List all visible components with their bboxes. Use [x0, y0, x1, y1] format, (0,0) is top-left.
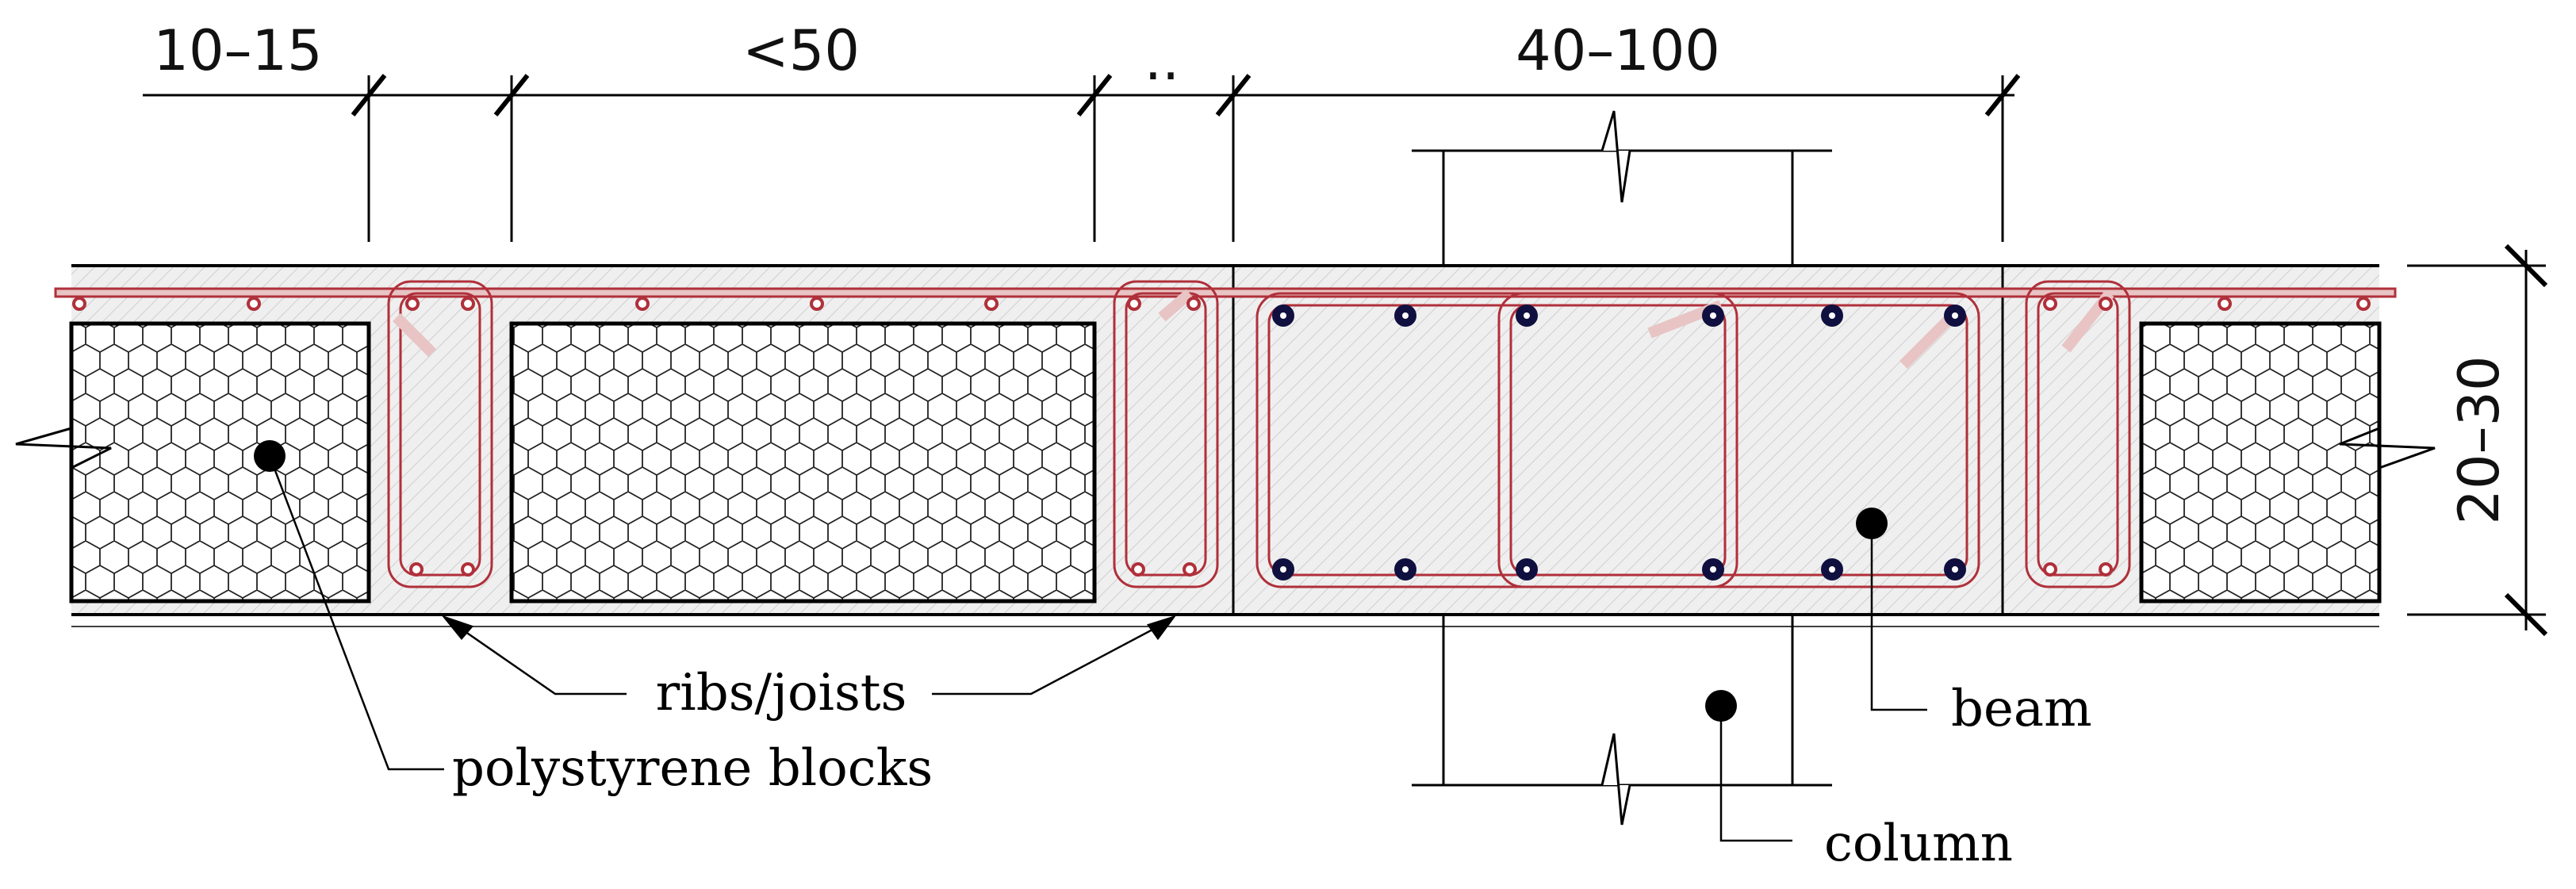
ribs-leader	[441, 615, 1177, 695]
rib-stirrup-2	[1113, 280, 1219, 588]
ribs-label: ribs/joists	[656, 664, 907, 722]
column-leader	[1719, 706, 1792, 842]
depth-dimension-line	[2407, 243, 2548, 637]
polystyrene-leader	[268, 455, 444, 771]
ellipsis-dimension: ..	[1144, 28, 1180, 93]
slab-depth-dimension: 20–30	[2447, 355, 2512, 524]
column-label: column	[1824, 814, 2013, 873]
beam-width-dimension: 40–100	[1516, 18, 1720, 83]
top-dimension-line	[143, 74, 2021, 242]
beam-leader	[1870, 523, 1927, 711]
right-break-symbol	[2339, 427, 2436, 469]
polystyrene-block-left	[69, 321, 371, 604]
upper-column	[1412, 110, 1832, 266]
rib-width-dimension: 10–15	[153, 18, 322, 83]
beam-label: beam	[1951, 680, 2092, 738]
polystyrene-marker-dot	[254, 440, 286, 472]
block-width-dimension: <50	[742, 18, 860, 83]
polystyrene-block-right	[2139, 321, 2382, 604]
column-marker-dot	[1705, 690, 1737, 722]
left-break-symbol	[15, 427, 112, 469]
top-rebar	[54, 287, 2397, 298]
slab-concrete	[71, 264, 2379, 627]
slab-longitudinal-bars	[72, 297, 2371, 577]
polystyrene-label: polystyrene blocks	[452, 739, 933, 798]
rib-stirrup-1	[387, 280, 493, 588]
polystyrene-block-middle	[509, 321, 1097, 604]
lower-column	[1412, 615, 1832, 826]
beam-marker-dot	[1856, 508, 1888, 539]
